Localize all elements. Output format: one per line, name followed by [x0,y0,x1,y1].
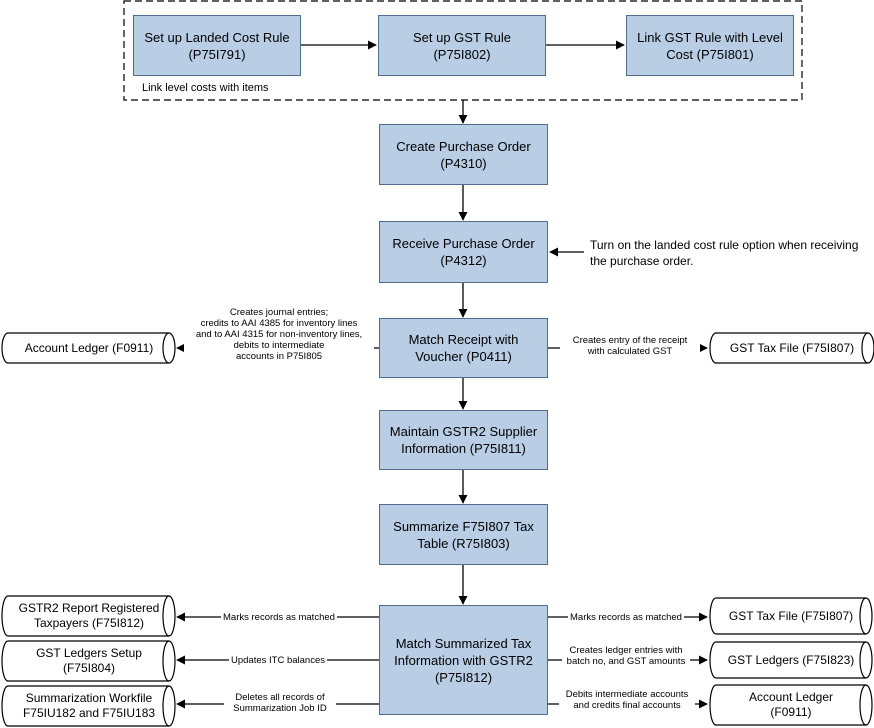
step-maintain-gstr2[interactable]: Maintain GSTR2 Supplier Information (P75… [379,410,548,470]
store-gst-tax-file-bottom-label: GST Tax File (F75I807) [728,608,854,623]
store-gst-tax-file-top[interactable]: GST Tax File (F75I807) [711,333,874,363]
store-gst-ledgers[interactable]: GST Ledgers (F75I823) [711,642,874,678]
label-debits-credits: Debits intermediate accounts and credits… [559,689,695,711]
label-marks-left: Marks records as matched [221,612,337,623]
store-gst-tax-file-bottom[interactable]: GST Tax File (F75I807) [711,598,874,634]
store-account-ledger-bottom-shape [709,684,873,726]
store-account-ledger-bottom-label: Account Ledger (F0911) [748,690,834,719]
label-deletes-records: Deletes all records of Summarization Job… [224,692,336,714]
store-gst-ledgers-label: GST Ledgers (F75I823) [727,652,855,667]
label-journal-entries: Creates journal entries; credits to AAI … [184,307,374,362]
store-summarization-workfile-label: Summarization Workfile F75IU182 and F75I… [22,691,156,720]
step-gst-rule[interactable]: Set up GST Rule (P75I802) [378,15,546,76]
store-gst-tax-file-bottom-shape [709,597,873,635]
label-updates-itc: Updates ITC balances [229,655,327,666]
store-account-ledger-bottom[interactable]: Account Ledger (F0911) [711,685,874,725]
label-marks-right: Marks records as matched [568,612,684,623]
group-caption: Link level costs with items [142,82,269,94]
step-link-gst-rule[interactable]: Link GST Rule with Level Cost (P75I801) [626,15,794,76]
store-gst-ledgers-setup[interactable]: GST Ledgers Setup (F75I804) [3,641,183,681]
label-receipt-entry: Creates entry of the receipt with calcul… [560,335,700,357]
store-summarization-workfile[interactable]: Summarization Workfile F75IU182 and F75I… [3,686,183,726]
step-landed-cost-rule[interactable]: Set up Landed Cost Rule (P75I791) [133,15,301,76]
store-gst-ledgers-setup-shape [1,640,176,682]
store-gst-ledgers-shape [709,641,873,679]
label-ledger-entries: Creates ledger entries with batch no, an… [562,645,690,667]
step-match-receipt-voucher[interactable]: Match Receipt with Voucher (P0411) [379,318,548,378]
store-gstr2-report-shape [1,595,176,637]
store-gst-tax-file-top-shape [709,332,874,364]
step-match-summarized-gstr2[interactable]: Match Summarized Tax Information with GS… [379,605,548,715]
store-gst-ledgers-setup-label: GST Ledgers Setup (F75I804) [36,646,142,675]
store-account-ledger-top[interactable]: Account Ledger (F0911) [3,333,183,363]
store-account-ledger-top-shape [1,332,176,364]
step-summarize-tax-table[interactable]: Summarize F75I807 Tax Table (R75I803) [379,504,548,565]
store-gstr2-report-label: GSTR2 Report Registered Taxpayers (F75I8… [18,601,160,630]
step-create-purchase-order[interactable]: Create Purchase Order (P4310) [379,124,548,185]
receive-note: Turn on the landed cost rule option when… [590,238,859,268]
store-gst-tax-file-top-label: GST Tax File (F75I807) [729,340,855,355]
store-summarization-workfile-shape [1,685,176,727]
step-receive-purchase-order[interactable]: Receive Purchase Order (P4312) [379,221,548,283]
store-account-ledger-top-label: Account Ledger (F0911) [24,340,154,355]
store-gstr2-report[interactable]: GSTR2 Report Registered Taxpayers (F75I8… [3,596,183,636]
